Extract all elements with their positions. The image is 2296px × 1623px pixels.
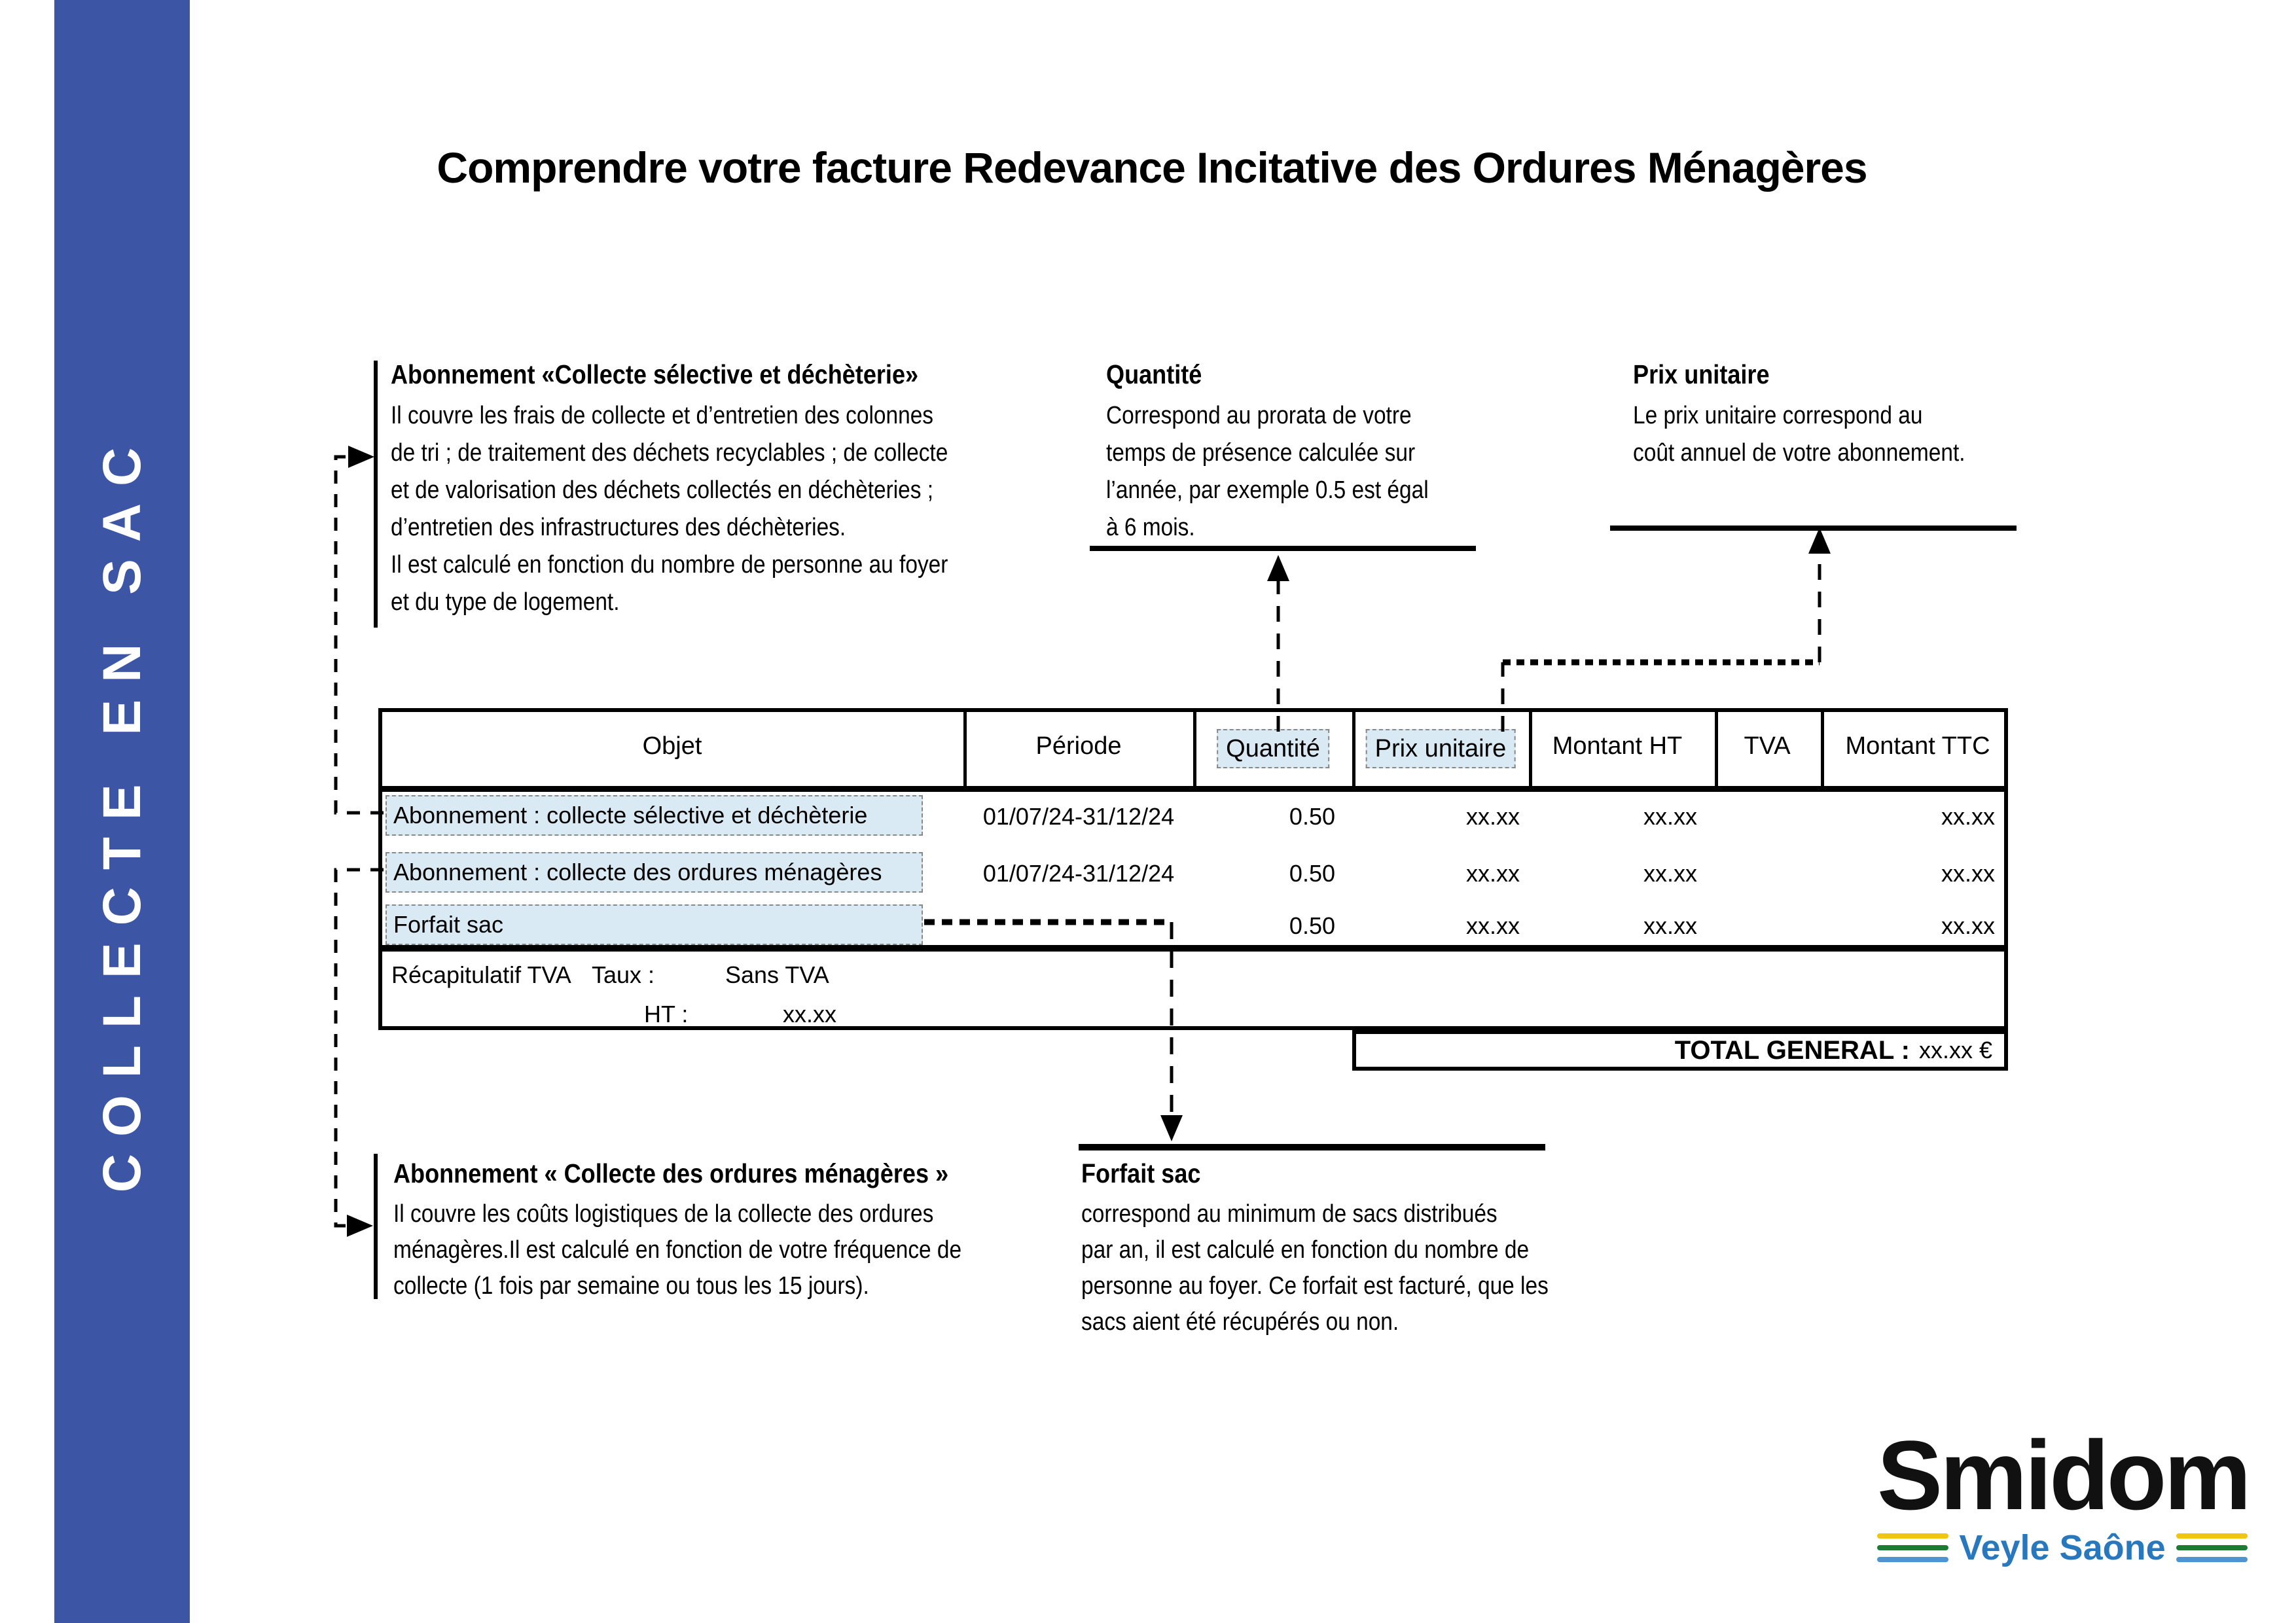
smidom-logo-subtitle: Veyle Saône — [1959, 1528, 2166, 1567]
callout-abonnement-selective: Abonnement «Collecte sélective et déchèt… — [391, 358, 948, 621]
table-cell-montant-ht: xx.xx — [1643, 912, 1697, 939]
callout-line: ménagères.Il est calculé en fonction de … — [393, 1236, 962, 1264]
recap-ht-value: xx.xx — [783, 1001, 837, 1027]
side-banner: COLLECTE EN SAC — [54, 0, 190, 1623]
invoice-table: Objet Période Quantité Prix unitaire Mon… — [378, 708, 2008, 1030]
recap-taux-value: Sans TVA — [725, 961, 829, 988]
callout-line: par an, il est calculé en fonction du no… — [1081, 1236, 1530, 1264]
header-divider — [1715, 712, 1718, 786]
total-general-value: xx.xx € — [1918, 1037, 1992, 1063]
callout-prix-unitaire: Prix unitaire Le prix unitaire correspon… — [1633, 358, 1965, 472]
arrow-quantite — [1267, 555, 1289, 732]
side-banner-label: COLLECTE EN SAC — [92, 430, 152, 1193]
callout-line: de tri ; de traitement des déchets recyc… — [391, 439, 948, 467]
callout-line: Il couvre les coûts logistiques de la co… — [393, 1200, 934, 1228]
quantite-underline — [1090, 546, 1476, 551]
table-row-objet: Abonnement : collecte des ordures ménagè… — [386, 852, 923, 893]
table-cell-periode: 01/07/24-31/12/24 — [982, 803, 1175, 830]
col-header-objet: Objet — [642, 732, 702, 760]
callout-line: Le prix unitaire correspond au — [1633, 402, 1923, 429]
table-cell-prix-unitaire: xx.xx — [1465, 912, 1520, 939]
callout-title: Quantité — [1106, 359, 1202, 389]
col-header-montant-ttc: Montant TTC — [1845, 732, 1990, 760]
total-general-label: TOTAL GENERAL : — [1674, 1035, 1910, 1065]
callout-line: d’entretien des infrastructures des déch… — [391, 514, 846, 541]
callout-title: Abonnement «Collecte sélective et déchèt… — [391, 359, 919, 389]
table-cell-periode: 01/07/24-31/12/24 — [982, 860, 1175, 887]
table-cell-prix-unitaire: xx.xx — [1465, 803, 1520, 830]
callout-line: l’année, par exemple 0.5 est égal — [1106, 476, 1429, 504]
logo-stripe-blue — [1877, 1557, 1949, 1562]
col-header-montant-ht: Montant HT — [1552, 732, 1683, 760]
header-divider — [1193, 712, 1196, 786]
table-cell-montant-ttc: xx.xx — [1941, 803, 1995, 830]
callout-line: collecte (1 fois par semaine ou tous les… — [393, 1272, 869, 1300]
smidom-logo: Smidom Veyle Saône — [1877, 1420, 2251, 1568]
table-row-objet: Forfait sac — [386, 904, 923, 945]
callout-line: à 6 mois. — [1106, 514, 1195, 541]
callout-line: Correspond au prorata de votre — [1106, 402, 1412, 429]
header-divider — [1529, 712, 1532, 786]
total-general-box: TOTAL GENERAL : xx.xx € — [1352, 1030, 2008, 1071]
callout-line: sacs aient été récupérés ou non. — [1081, 1308, 1399, 1336]
callout-line: correspond au minimum de sacs distribués — [1081, 1200, 1498, 1228]
recap-ht-label: HT : — [644, 1001, 689, 1027]
callout-forfait-sac: Forfait sac correspond au minimum de sac… — [1081, 1157, 1549, 1340]
table-cell-montant-ttc: xx.xx — [1941, 860, 1995, 887]
table-cell-quantite: 0.50 — [1289, 912, 1335, 939]
recap-taux-label: Taux : — [592, 961, 655, 988]
forfait-sac-topline — [1079, 1144, 1545, 1150]
recap-label: Récapitulatif TVA — [391, 961, 571, 988]
callout-line: et du type de logement. — [391, 588, 620, 616]
logo-stripe-green — [2176, 1545, 2248, 1550]
callout-line: Il couvre les frais de collecte et d’ent… — [391, 402, 934, 429]
logo-stripes-right — [2176, 1533, 2248, 1562]
table-cell-prix-unitaire: xx.xx — [1465, 860, 1520, 887]
callout-title: Forfait sac — [1081, 1158, 1201, 1188]
smidom-logo-name: Smidom — [1877, 1420, 2251, 1530]
callout-line: temps de présence calculée sur — [1106, 439, 1416, 467]
logo-stripe-yellow — [1877, 1533, 1949, 1539]
col-header-periode: Période — [1035, 732, 1122, 760]
callout-line: coût annuel de votre abonnement. — [1633, 439, 1965, 467]
table-cell-montant-ht: xx.xx — [1643, 860, 1697, 887]
col-header-tva: TVA — [1744, 732, 1791, 760]
callout-title: Abonnement « Collecte des ordures ménagè… — [393, 1158, 949, 1188]
callout-selective-bar — [374, 361, 378, 628]
table-cell-quantite: 0.50 — [1289, 803, 1335, 830]
page-title: Comprendre votre facture Redevance Incit… — [437, 143, 1867, 192]
header-divider — [1352, 712, 1355, 786]
logo-stripes-left — [1877, 1533, 1949, 1562]
logo-stripe-green — [1877, 1545, 1949, 1550]
callout-line: Il est calculé en fonction du nombre de … — [391, 551, 948, 579]
table-cell-montant-ttc: xx.xx — [1941, 912, 1995, 939]
callout-title: Prix unitaire — [1633, 359, 1770, 389]
callout-abonnement-ordures: Abonnement « Collecte des ordures ménagè… — [393, 1157, 961, 1304]
arrow-prix-unitaire — [1501, 527, 1831, 732]
table-row-objet: Abonnement : collecte sélective et déchè… — [386, 795, 923, 836]
header-divider — [963, 712, 967, 786]
logo-stripe-yellow — [2176, 1533, 2248, 1539]
header-divider — [1821, 712, 1824, 786]
col-header-prix-unitaire: Prix unitaire — [1365, 729, 1516, 768]
logo-stripe-blue — [2176, 1557, 2248, 1562]
callout-line: personne au foyer. Ce forfait est factur… — [1081, 1272, 1549, 1300]
header-separator — [382, 786, 2004, 792]
prix-unitaire-underline — [1610, 526, 2017, 531]
col-header-quantite: Quantité — [1217, 729, 1329, 768]
table-cell-quantite: 0.50 — [1289, 860, 1335, 887]
recap-separator — [382, 945, 2004, 952]
callout-quantite: Quantité Correspond au prorata de votre … — [1106, 358, 1429, 546]
callout-line: et de valorisation des déchets collectés… — [391, 476, 934, 504]
table-cell-montant-ht: xx.xx — [1643, 803, 1697, 830]
callout-ordures-bar — [374, 1154, 378, 1299]
